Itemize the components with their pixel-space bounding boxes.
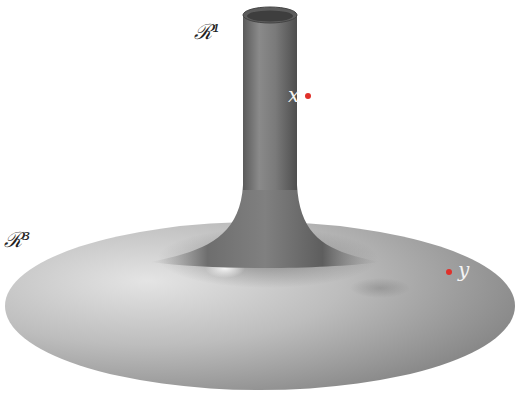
point-label: y bbox=[458, 260, 469, 280]
space-label: ℛ¹ bbox=[194, 22, 220, 43]
point-label: x bbox=[288, 85, 299, 105]
space-label: ℛ³ bbox=[4, 230, 30, 251]
